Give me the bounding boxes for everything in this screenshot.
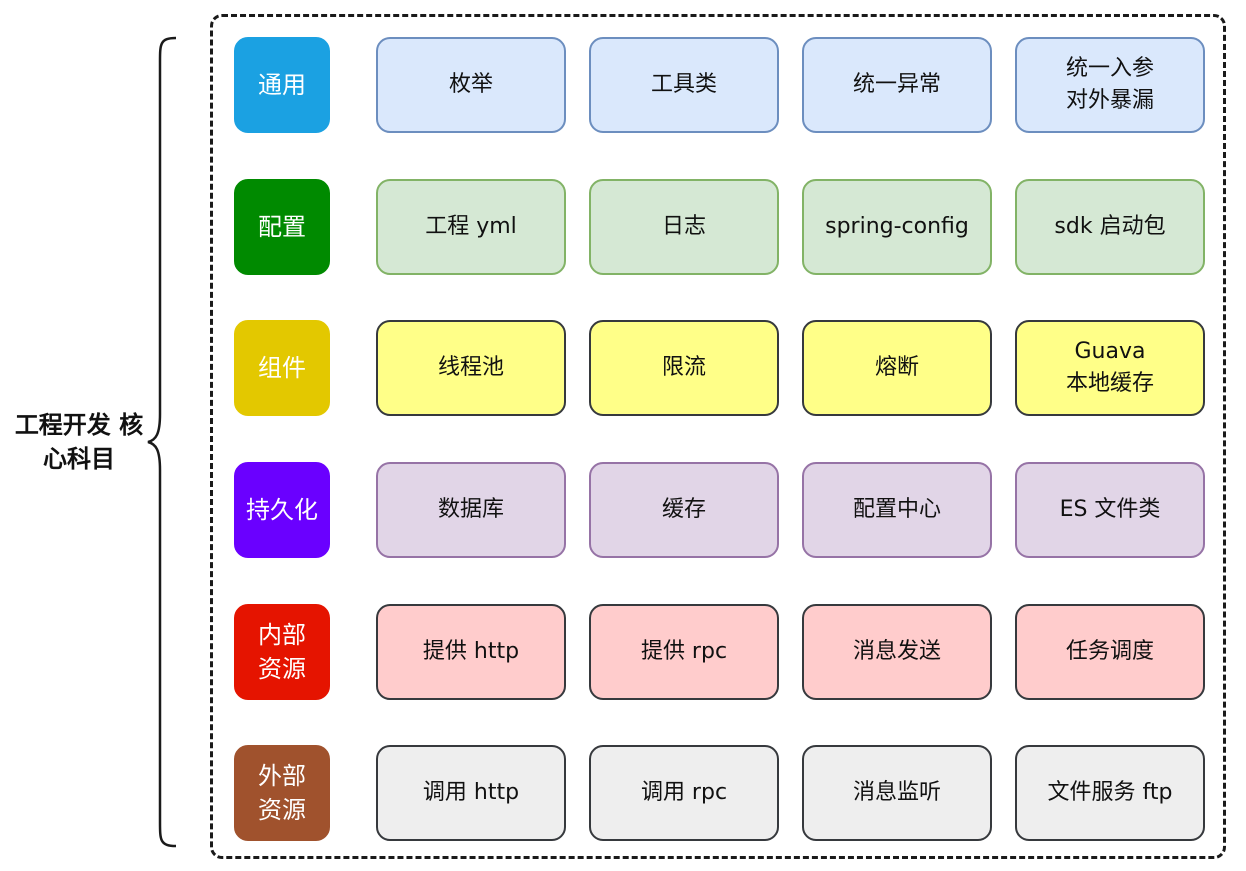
category-external-resources: 外部 资源	[234, 745, 330, 841]
item-thread-pool: 线程池	[376, 320, 566, 416]
item-config-center: 配置中心	[802, 462, 992, 558]
category-config: 配置	[234, 179, 330, 275]
item-rate-limit: 限流	[589, 320, 779, 416]
row-internal-resources: 内部 资源 提供 http 提供 rpc 消息发送 任务调度	[0, 604, 1246, 700]
row-components: 组件 线程池 限流 熔断 Guava 本地缓存	[0, 320, 1246, 416]
row-external-resources: 外部 资源 调用 http 调用 rpc 消息监听 文件服务 ftp	[0, 745, 1246, 841]
item-unified-input: 统一入参 对外暴漏	[1015, 37, 1205, 133]
item-logging: 日志	[589, 179, 779, 275]
row-general: 通用 枚举 工具类 统一异常 统一入参 对外暴漏	[0, 37, 1246, 133]
item-provide-rpc: 提供 rpc	[589, 604, 779, 700]
row-persistence: 持久化 数据库 缓存 配置中心 ES 文件类	[0, 462, 1246, 558]
item-guava-cache: Guava 本地缓存	[1015, 320, 1205, 416]
item-cache: 缓存	[589, 462, 779, 558]
item-call-rpc: 调用 rpc	[589, 745, 779, 841]
category-internal-resources: 内部 资源	[234, 604, 330, 700]
item-circuit-breaker: 熔断	[802, 320, 992, 416]
category-general: 通用	[234, 37, 330, 133]
item-es-files: ES 文件类	[1015, 462, 1205, 558]
item-provide-http: 提供 http	[376, 604, 566, 700]
item-unified-exception: 统一异常	[802, 37, 992, 133]
category-persistence: 持久化	[234, 462, 330, 558]
row-config: 配置 工程 yml 日志 spring-config sdk 启动包	[0, 179, 1246, 275]
item-message-send: 消息发送	[802, 604, 992, 700]
item-enum: 枚举	[376, 37, 566, 133]
item-spring-config: spring-config	[802, 179, 992, 275]
item-sdk-starter: sdk 启动包	[1015, 179, 1205, 275]
item-project-yml: 工程 yml	[376, 179, 566, 275]
item-task-scheduling: 任务调度	[1015, 604, 1205, 700]
item-database: 数据库	[376, 462, 566, 558]
root-label: 工程开发 核心科目	[14, 411, 144, 473]
dashed-frame	[210, 14, 1226, 859]
item-call-http: 调用 http	[376, 745, 566, 841]
item-utility-classes: 工具类	[589, 37, 779, 133]
item-message-listen: 消息监听	[802, 745, 992, 841]
curly-brace	[147, 36, 177, 848]
item-file-service-ftp: 文件服务 ftp	[1015, 745, 1205, 841]
category-components: 组件	[234, 320, 330, 416]
